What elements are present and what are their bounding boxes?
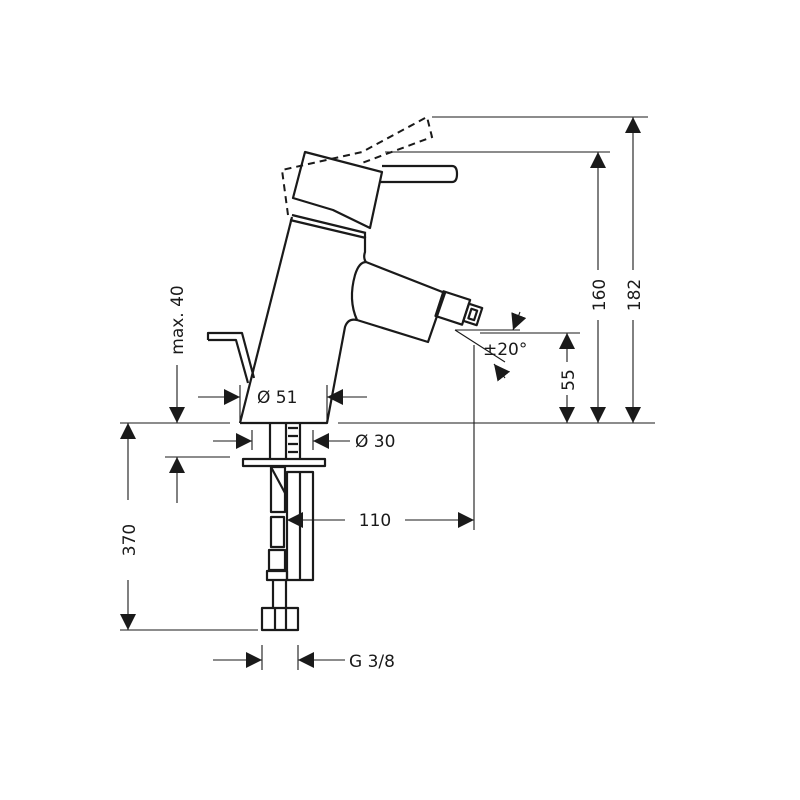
aerator bbox=[434, 290, 484, 327]
dim-g38-label: G 3/8 bbox=[349, 652, 395, 672]
dim-angle-label: ±20° bbox=[483, 340, 527, 360]
dim-55-label: 55 bbox=[559, 369, 579, 391]
mounting-parts bbox=[241, 423, 327, 632]
extension-lines bbox=[120, 116, 655, 670]
popup-lever bbox=[206, 331, 256, 384]
dim-max-40: max. 40 bbox=[168, 285, 188, 503]
dim-110-label: 110 bbox=[359, 511, 391, 531]
dim-370-label: 370 bbox=[120, 524, 140, 556]
dim-30: Ø 30 bbox=[213, 432, 395, 452]
dim-51: Ø 51 bbox=[198, 388, 367, 408]
faucet-body bbox=[238, 213, 447, 425]
dim-max-40-label: max. 40 bbox=[168, 285, 188, 354]
dim-182: 182 bbox=[625, 117, 645, 423]
dim-g38: G 3/8 bbox=[213, 652, 395, 672]
dim-160: 160 bbox=[590, 152, 610, 423]
dim-370: 370 bbox=[120, 423, 140, 630]
dim-110: 110 bbox=[287, 511, 474, 531]
handle bbox=[291, 150, 459, 230]
dim-30-label: Ø 30 bbox=[355, 432, 395, 452]
dim-51-label: Ø 51 bbox=[257, 388, 297, 408]
dim-55: 55 bbox=[559, 333, 579, 423]
dim-160-label: 160 bbox=[590, 279, 610, 311]
dim-angle: ±20° bbox=[483, 311, 527, 382]
handle-raised-position bbox=[280, 115, 434, 216]
dim-182-label: 182 bbox=[625, 279, 645, 311]
